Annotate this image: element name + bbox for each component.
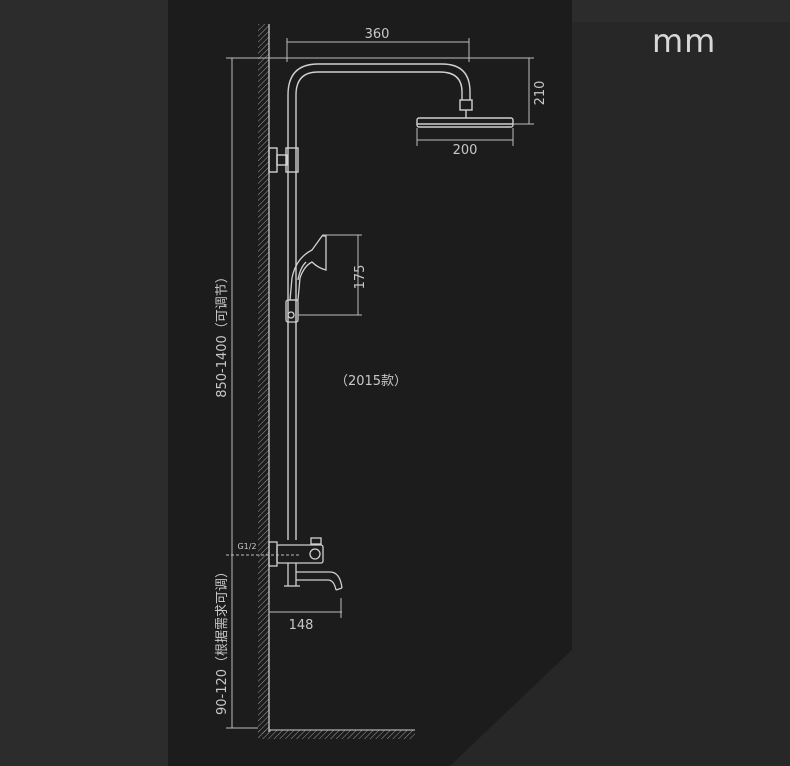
rain-shower-head (416, 117, 514, 128)
side-panel (450, 22, 790, 766)
inlet-spacing-label: 90-120（根据需求可调） (215, 565, 230, 715)
total-height-label: 850-1400（可调节） (215, 270, 230, 398)
hand-shower (285, 235, 327, 323)
spout-reach-label: 148 (289, 618, 314, 633)
arm-reach-label: 360 (365, 27, 390, 42)
mixer-valve (268, 537, 324, 587)
unit-label: mm (652, 22, 717, 60)
bath-spout (296, 571, 343, 591)
head-drop-label: 210 (533, 81, 548, 106)
head-width-label: 200 (453, 143, 478, 158)
inlet-thread-label: G1/2 (237, 542, 256, 551)
dimension-lines (226, 38, 534, 729)
shower-riser (287, 63, 473, 540)
handheld-height-label: 175 (353, 265, 368, 290)
model-note: （2015款） (335, 374, 407, 389)
wall-bracket-upper (268, 147, 299, 173)
